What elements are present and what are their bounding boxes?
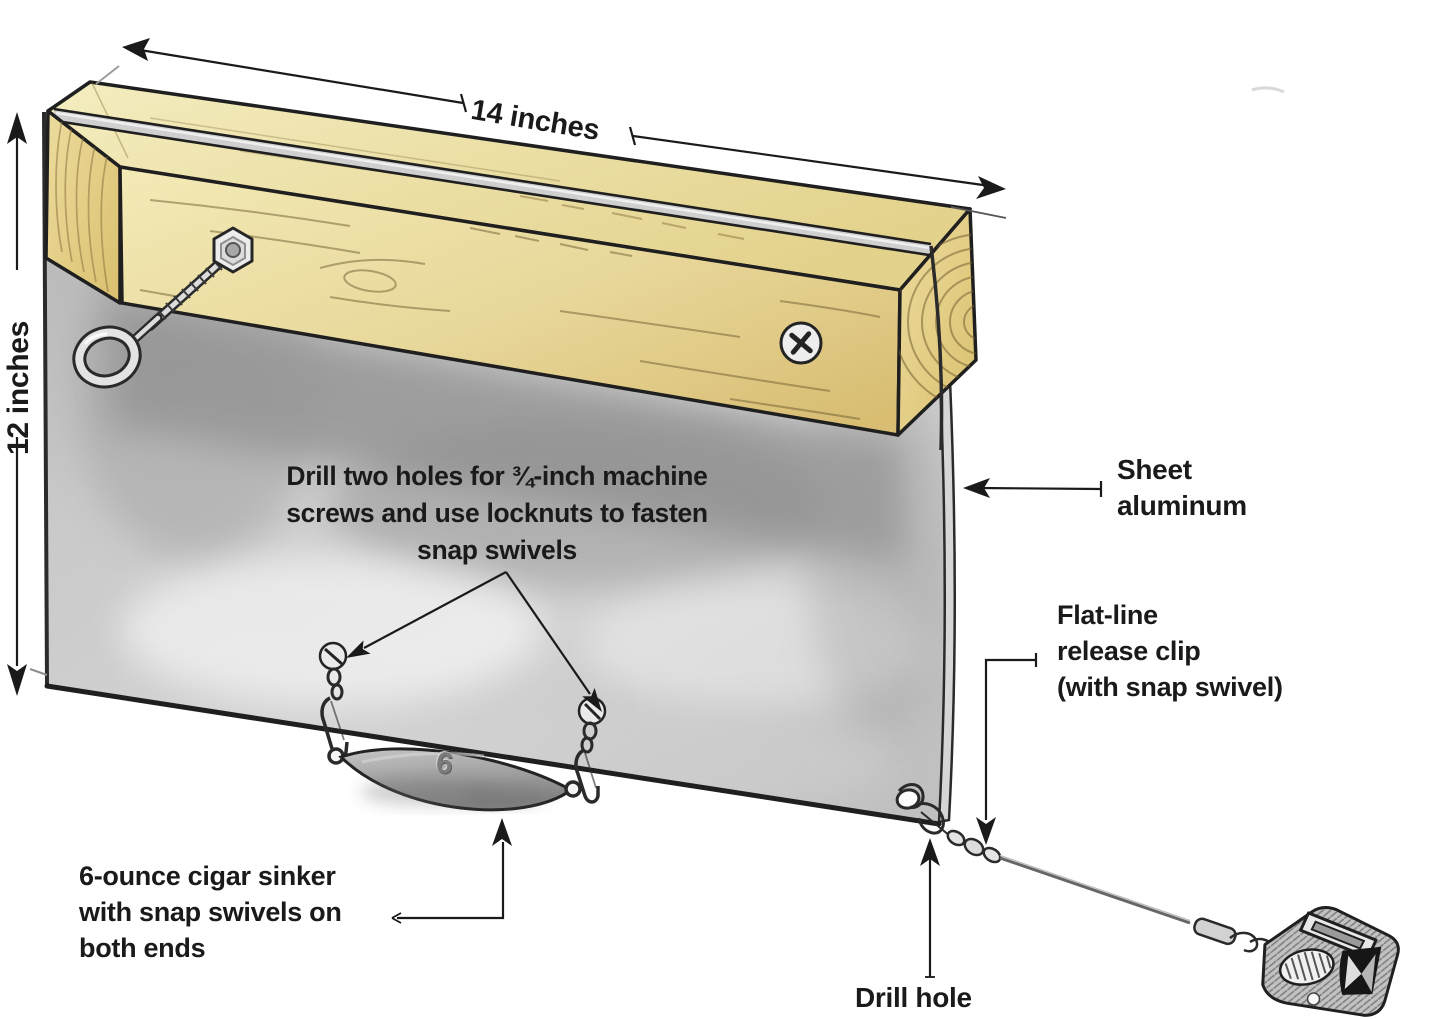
- stray-mark: [1251, 86, 1285, 94]
- sinker-assembly: [318, 641, 607, 812]
- bolt-threads: [157, 253, 231, 320]
- eye-bolt: [72, 226, 254, 389]
- leader-release-clip: [976, 653, 1038, 845]
- leader-drill-hole: [920, 838, 940, 978]
- drill-instruction-line2: screws and use locknuts to fasten: [286, 498, 708, 528]
- wood-right-end-grain: [898, 233, 976, 411]
- leader-sheet-aluminum: [963, 478, 1103, 498]
- snap-swivel-right: [574, 721, 600, 804]
- swivel-chain: [946, 829, 1002, 864]
- release-clip-label: Flat-line release clip (with snap swivel…: [1057, 600, 1283, 702]
- wood-left-end: [44, 109, 122, 305]
- cigar-sinker-label: 6-ounce cigar sinker with snap swivels o…: [79, 861, 342, 963]
- phillips-screw: [779, 321, 823, 365]
- drill-instruction-line3: snap swivels: [417, 535, 577, 565]
- height-dimension-label: 12 inches: [2, 320, 35, 455]
- leader-sinker: [391, 818, 512, 924]
- wood-block: [44, 80, 978, 451]
- sheet-aluminum-label: Sheet aluminum: [1117, 454, 1247, 521]
- wood-top-grain: [519, 195, 745, 240]
- sheet-bottom-edge: [44, 683, 942, 827]
- release-clip-device: [1261, 906, 1400, 1017]
- dimension-arrow-height: [7, 112, 27, 696]
- sheet-left-edge: [42, 111, 49, 687]
- sheet-edge-through-kerf: [929, 245, 944, 451]
- kerf-slot: [53, 107, 932, 257]
- leader-drill-two-holes: [346, 571, 602, 712]
- lock-nut: [212, 226, 254, 274]
- fishing-cable: [999, 856, 1191, 925]
- crimp-sleeve: [1193, 917, 1237, 946]
- wood-left-end-grain: [55, 119, 109, 293]
- machine-screw-left: [318, 641, 348, 671]
- tension-wheel: [1278, 948, 1335, 986]
- drill-instruction-line1: Drill two holes for ¾-inch machine: [286, 461, 708, 491]
- drill-hole-label: Drill hole: [855, 982, 972, 1013]
- sheet-corner-tick: [29, 668, 48, 676]
- drill-instruction-note: Drill two holes for ¾-inch machine screw…: [286, 458, 708, 569]
- sinker-right-eye: [564, 780, 582, 798]
- annotation-lines: [7, 38, 1103, 978]
- dimension-arrow-width: [95, 38, 1007, 219]
- hole-clip-wire: [897, 783, 951, 837]
- release-rig: [895, 783, 1400, 1017]
